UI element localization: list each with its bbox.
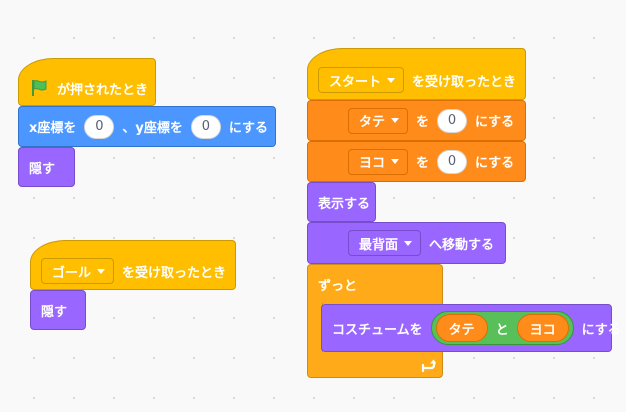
green-flag-icon	[29, 78, 49, 98]
switch-costume-block[interactable]: コスチュームを タテ と ヨコ にする	[321, 304, 621, 352]
hide-block[interactable]: 隠す	[18, 147, 75, 187]
hat-label: が押されたとき	[57, 82, 149, 98]
hide-label: 隠す	[29, 161, 56, 177]
forever-header[interactable]: ずっと	[307, 264, 443, 304]
forever-footer	[307, 352, 443, 378]
show-block[interactable]: 表示する	[307, 182, 376, 222]
forever-label: ずっと	[318, 279, 358, 294]
variable-dropdown[interactable]: タテ	[348, 107, 409, 134]
message-dropdown[interactable]: スタート	[318, 67, 405, 93]
receive-suffix: を受け取ったとき	[122, 265, 227, 281]
variable-dropdown[interactable]: ヨコ	[348, 148, 409, 175]
loop-arrow-icon	[420, 357, 437, 377]
set-suffix: にする	[228, 121, 269, 136]
set-suffix: にする	[475, 115, 515, 130]
y-input[interactable]: 0	[190, 114, 221, 139]
value-input[interactable]: 0	[437, 108, 468, 133]
variable-reporter-yoko[interactable]: ヨコ	[516, 314, 569, 342]
layer-dropdown[interactable]: 最背面	[348, 230, 422, 256]
when-receive-start-block[interactable]: スタート を受け取ったとき	[307, 48, 526, 100]
set-mid: を	[416, 156, 430, 171]
caret-down-icon	[387, 77, 396, 83]
set-tate-block[interactable]: タテ を 0 にする	[307, 100, 526, 141]
when-flag-clicked-block[interactable]: が押されたとき	[18, 58, 156, 106]
costume-suffix: にする	[581, 322, 621, 338]
message-dropdown-label: ゴール	[52, 265, 92, 281]
layer-suffix: へ移動する	[429, 237, 495, 253]
costume-prefix: コスチュームを	[332, 322, 423, 338]
caret-down-icon	[404, 240, 413, 246]
set-mid: を	[416, 115, 430, 130]
when-receive-goal-block[interactable]: ゴール を受け取ったとき	[30, 240, 236, 290]
show-label: 表示する	[318, 196, 371, 212]
set-suffix: にする	[475, 156, 515, 171]
layer-dropdown-label: 最背面	[359, 237, 399, 253]
message-dropdown-label: スタート	[329, 74, 382, 90]
caret-down-icon	[391, 118, 400, 123]
caret-down-icon	[97, 268, 106, 274]
caret-down-icon	[391, 159, 400, 164]
receive-suffix: を受け取ったとき	[412, 74, 517, 90]
join-label: と	[495, 322, 509, 338]
value-input[interactable]: 0	[437, 149, 468, 174]
set-yoko-block[interactable]: ヨコ を 0 にする	[307, 141, 526, 182]
x-input[interactable]: 0	[84, 114, 115, 139]
go-to-layer-block[interactable]: 最背面 へ移動する	[307, 222, 506, 264]
variable-reporter-tate[interactable]: タテ	[435, 314, 488, 342]
y-label: 、y座標を	[122, 121, 183, 136]
x-label: x座標を	[29, 121, 77, 136]
join-operator[interactable]: タテ と ヨコ	[430, 311, 574, 345]
variable-dropdown-label: タテ	[359, 115, 386, 130]
hide-label: 隠す	[41, 304, 68, 320]
hide-block[interactable]: 隠す	[30, 290, 86, 330]
message-dropdown[interactable]: ゴール	[41, 258, 115, 284]
go-to-xy-block[interactable]: x座標を 0 、y座標を 0 にする	[18, 106, 276, 147]
variable-dropdown-label: ヨコ	[359, 156, 386, 171]
